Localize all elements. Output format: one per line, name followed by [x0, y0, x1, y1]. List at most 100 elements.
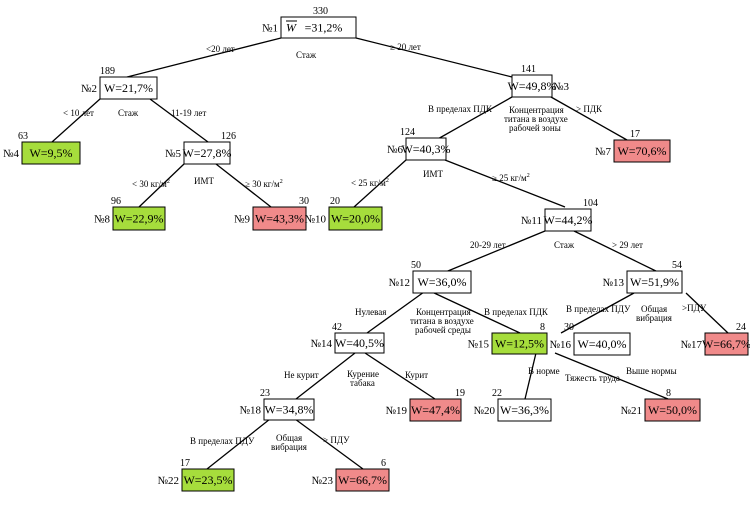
node-value: =31,2% [305, 21, 343, 35]
node-count: 8 [666, 388, 671, 399]
node-number: №21 [621, 405, 643, 417]
edge-2-5 [150, 99, 208, 142]
node-count: 126 [221, 131, 236, 142]
edge-11-12 [443, 231, 545, 273]
label-gt-pdu: >ПДУ [682, 303, 707, 313]
node-value: W=36,0% [417, 275, 466, 289]
node-number: №2 [81, 83, 97, 95]
label-lt25: < 25 кг/м2 [351, 178, 389, 188]
node-value: W=40,3% [401, 142, 450, 156]
label-stazh-3: Стаж [554, 240, 575, 250]
label-smoke-2: табака [350, 378, 375, 388]
node-number: №14 [311, 338, 333, 350]
edge-13-17 [686, 293, 728, 333]
node-count: 42 [332, 322, 342, 333]
node-number: №5 [165, 148, 181, 160]
edge-1-2 [127, 38, 281, 77]
node-count: 30 [299, 196, 309, 207]
label-gt29: > 29 лет [612, 240, 643, 250]
label-lt25-sup: 2 [386, 178, 389, 184]
label-v-norme: В норме [528, 366, 560, 376]
node-value: W=12,5% [495, 337, 544, 351]
node-count: 19 [455, 388, 465, 399]
node-number: №10 [305, 214, 327, 226]
label-stazh-1: Стаж [296, 50, 317, 60]
node-number: №8 [94, 214, 110, 226]
node-number: №16 [550, 339, 572, 351]
edge-11-13 [574, 231, 660, 273]
tree-node-n21: №21 W=50,0% 8 [621, 388, 701, 421]
node-value: W=40,0% [577, 337, 626, 351]
node-value: W=50,0% [648, 403, 697, 417]
node-count: 6 [381, 458, 386, 469]
node-number: №7 [595, 146, 611, 158]
node-count: 17 [180, 458, 190, 469]
label-gt30-sup: 2 [280, 179, 283, 185]
node-value: W=9,5% [29, 146, 72, 160]
node-count: 96 [111, 196, 121, 207]
edge-2-4 [52, 99, 100, 142]
edge-1-3 [356, 38, 512, 77]
label-gt-pdk: > ПДК [576, 104, 603, 114]
node-count: 8 [540, 322, 545, 333]
label-ne-kurit: Не курит [284, 370, 319, 380]
label-ge25: ≥ 25 кг/м2 [492, 173, 530, 183]
label-bmi-1: ИМТ [194, 176, 215, 186]
node-count: 124 [400, 127, 415, 138]
label-lt20: <20 лет [206, 44, 235, 54]
label-lt30-text: < 30 кг/м [132, 179, 167, 189]
node-count: 50 [411, 260, 421, 271]
node-count: 30 [564, 322, 574, 333]
label-pdk-in-2: В пределах ПДК [484, 307, 549, 317]
label-kurit: Курит [405, 370, 428, 380]
label-gt30-text: ≥ 30 кг/м [245, 179, 280, 189]
node-value: W=70,6% [617, 144, 666, 158]
node-value: W=49,8% [507, 79, 556, 93]
node-value: W=66,7% [702, 337, 750, 351]
label-nulevaya: Нулевая [355, 307, 386, 317]
node-count: 189 [100, 66, 115, 77]
tree-node-n8: №8 W=22,9% 96 [94, 196, 165, 230]
node-number: №19 [386, 405, 408, 417]
label-tyazh: Тяжесть труда [565, 373, 620, 383]
node-value: W=22,9% [114, 212, 163, 226]
node-number: №1 [262, 23, 278, 35]
label-vib-2: вибрация [636, 313, 672, 323]
node-value: W=44,2% [543, 213, 592, 227]
node-number: №11 [521, 215, 542, 227]
node-count: 54 [672, 260, 682, 271]
node-value: W=66,7% [338, 473, 387, 487]
label-lt10: < 10 лет [63, 108, 94, 118]
node-value: W=51,9% [630, 275, 679, 289]
node-number: №17 [681, 339, 703, 351]
node-count: 24 [736, 322, 746, 333]
tree-node-n16: №16 W=40,0%30 [550, 322, 631, 355]
edge-6-11 [445, 160, 565, 207]
label-pdu-in: В пределах ПДУ [566, 304, 631, 314]
node-number: №20 [474, 405, 496, 417]
label-gt-pdu-2: > ПДУ [323, 435, 350, 445]
label-stazh-2: Стаж [118, 108, 139, 118]
label-lt30-sup: 2 [167, 179, 170, 185]
node-number: №13 [603, 277, 625, 289]
label-lt30: < 30 кг/м2 [132, 179, 170, 189]
label-pdk-in: В пределах ПДК [428, 104, 493, 114]
node-count: 141 [521, 64, 536, 75]
node-value: W=43,3% [255, 212, 304, 226]
node-count: 330 [313, 6, 328, 17]
node-number: №15 [468, 339, 490, 351]
node-number: №4 [3, 148, 19, 160]
